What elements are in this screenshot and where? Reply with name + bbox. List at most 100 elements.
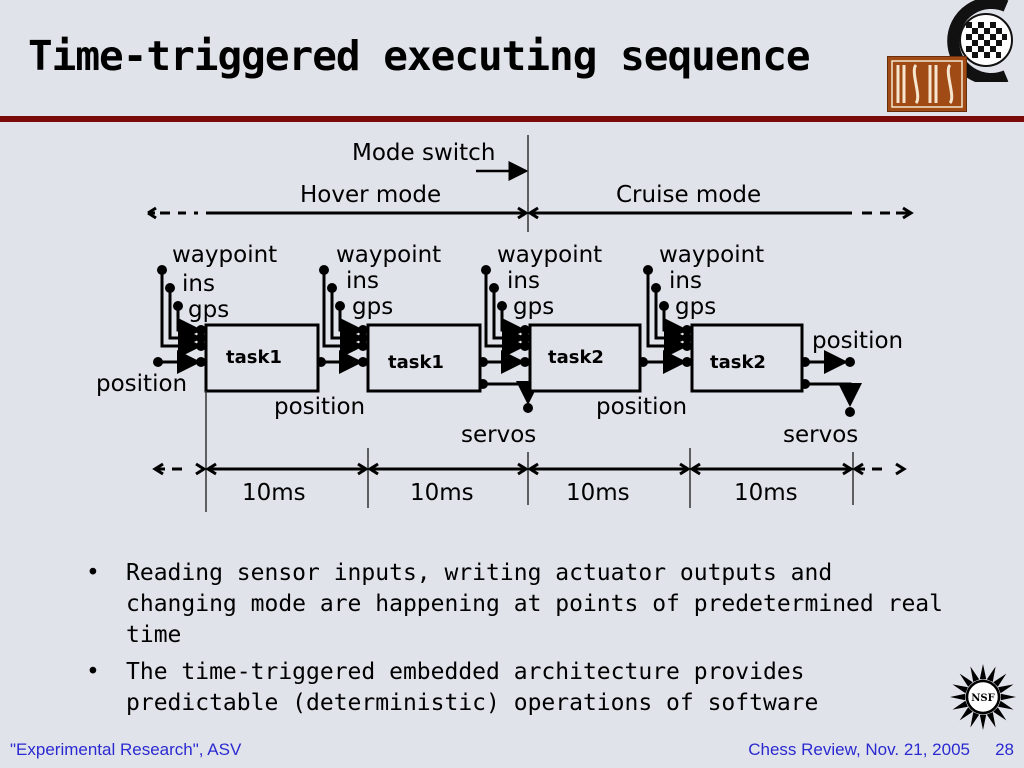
nsf-ray — [998, 700, 1014, 710]
waypoint-label: waypoint — [172, 242, 277, 268]
input-port-dot — [196, 333, 206, 343]
hover-mode-label: Hover mode — [300, 182, 441, 208]
position-port-dot — [196, 357, 206, 367]
svg-text:NSF: NSF — [971, 693, 994, 704]
input-port-dot — [682, 333, 692, 343]
sensor-input-wire — [338, 306, 364, 342]
position-port-dot — [358, 357, 368, 367]
nsf-ray — [979, 664, 987, 680]
ins-label: ins — [346, 268, 379, 294]
page-number: 28 — [995, 740, 1014, 759]
period-boundaries — [205, 391, 854, 512]
servos-label: servos — [783, 422, 858, 448]
nsf-logo-icon: NSF — [950, 664, 1016, 730]
nsf-ray — [959, 707, 973, 721]
period-label: 10ms — [242, 480, 306, 506]
sensor-source-dot — [651, 283, 661, 293]
servo-output-wire — [483, 381, 540, 405]
mode-switch-label: Mode switch — [352, 140, 495, 166]
sensor-source-dot — [173, 301, 183, 311]
position-label: position — [596, 394, 687, 420]
nsf-ray — [986, 712, 996, 728]
task-label: task2 — [710, 352, 766, 373]
position-source-dot — [153, 357, 163, 367]
title-divider — [0, 116, 1024, 122]
sensor-input-wire — [662, 306, 688, 342]
input-port-dot — [682, 341, 692, 351]
nsf-ray — [959, 673, 973, 687]
sensor-input-wire — [500, 306, 526, 342]
task-box — [528, 323, 642, 393]
task-box — [366, 323, 482, 393]
nsf-ray — [993, 673, 1007, 687]
period-label: 10ms — [410, 480, 474, 506]
task-label: task1 — [226, 347, 282, 368]
nsf-ray — [993, 707, 1007, 721]
hover-mode-span — [147, 206, 529, 220]
nsf-ray — [950, 693, 966, 701]
servo-sink-dot — [845, 407, 855, 417]
bullet-dot-icon: • — [86, 560, 100, 586]
bullet-list: •Reading sensor inputs, writing actuator… — [86, 558, 946, 725]
nsf-ray — [998, 684, 1014, 694]
nsf-ray — [952, 700, 968, 710]
nsf-ray — [970, 712, 980, 728]
nsf-ray — [1000, 693, 1016, 701]
gps-label: gps — [513, 294, 554, 320]
input-port-dot — [196, 325, 206, 335]
task-box — [690, 323, 804, 393]
waypoint-label: waypoint — [659, 242, 764, 268]
ins-label: ins — [182, 271, 215, 297]
gps-label: gps — [675, 294, 716, 320]
input-port-dot — [196, 341, 206, 351]
footer-event: Chess Review, Nov. 21, 2005 — [748, 740, 970, 759]
bullet-item: •The time-triggered embedded architectur… — [86, 659, 819, 716]
task-inputs: waypoint ins gps waypoint ins gps waypoi… — [172, 242, 764, 323]
sensor-source-dot — [497, 301, 507, 311]
nsf-ray — [979, 714, 987, 730]
sensor-source-dot — [327, 283, 337, 293]
input-port-dot — [520, 325, 530, 335]
period-spans — [152, 462, 907, 476]
waypoint-label: waypoint — [497, 242, 602, 268]
sensor-source-dot — [659, 301, 669, 311]
gps-label: gps — [188, 297, 229, 323]
chess-logo-icon — [947, 0, 1013, 82]
position-port-dot — [682, 357, 692, 367]
timing-diagram: Mode switch Hover mode Cruise mode waypo… — [96, 135, 914, 512]
ins-label: ins — [507, 268, 540, 294]
task-box — [204, 323, 320, 393]
input-port-dot — [358, 341, 368, 351]
sensor-source-dot — [489, 283, 499, 293]
bullet-dot-icon: • — [86, 659, 100, 685]
ins-label: ins — [669, 268, 702, 294]
task-label: task2 — [548, 347, 604, 368]
footer-presentation-title: "Experimental Research", ASV — [10, 740, 242, 759]
input-port-dot — [682, 325, 692, 335]
input-port-dot — [358, 325, 368, 335]
input-port-dot — [520, 341, 530, 351]
nsf-ray — [986, 666, 996, 682]
sensor-source-dot — [335, 301, 345, 311]
sensor-source-dot — [157, 265, 167, 275]
bullet-item: •Reading sensor inputs, writing actuator… — [86, 560, 943, 648]
position-label: position — [96, 371, 187, 397]
cruise-mode-label: Cruise mode — [616, 182, 761, 208]
servo-output-wire — [805, 382, 862, 407]
sensor-source-dot — [643, 265, 653, 275]
nsf-ray — [952, 684, 968, 694]
isis-logo-icon — [887, 56, 967, 112]
nsf-ray — [970, 666, 980, 682]
period-label: 10ms — [566, 480, 630, 506]
gps-label: gps — [352, 294, 393, 320]
sensor-source-dot — [481, 265, 491, 275]
input-port-dot — [358, 333, 368, 343]
input-port-dot — [520, 333, 530, 343]
cruise-mode-span — [527, 206, 914, 220]
sensor-source-dot — [319, 265, 329, 275]
sensor-input-wire — [176, 306, 202, 342]
position-port-dot — [520, 357, 530, 367]
waypoint-label: waypoint — [336, 242, 441, 268]
period-label: 10ms — [734, 480, 798, 506]
task-label: task1 — [388, 352, 444, 373]
